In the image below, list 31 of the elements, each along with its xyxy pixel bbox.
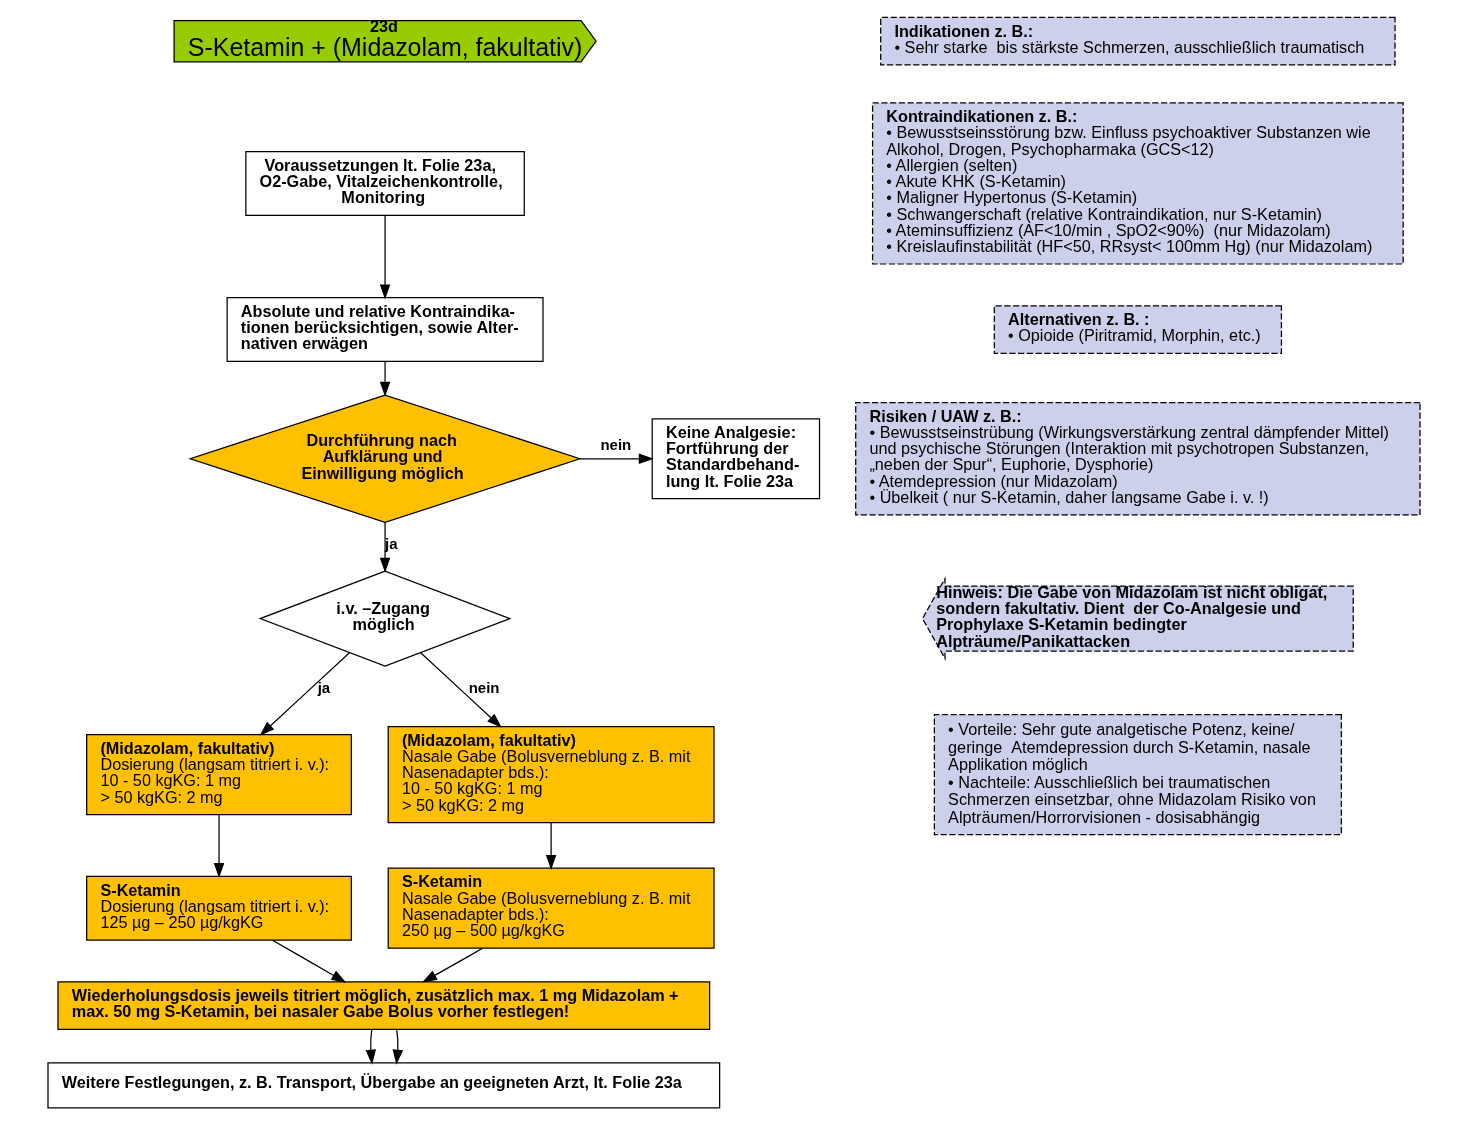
edge-label: nein [600, 435, 632, 453]
node-box: Alternativen z. B. : • Opioide (Piritramid, Morphin, etc.) [993, 305, 1283, 354]
arrow [579, 453, 654, 464]
node-diamond: Durchführung nach Aufklärung und Einwilligung möglich [188, 394, 582, 524]
node-box: Risiken / UAW z. B.: • Bewusstseinstrübung (Wirkungsverstärkung zentral dämpfender Mittel) und psychische Störungen (Interaktion mit psychotropen Substanzen, „neben der Spur“, Euphorie, Dysphorie) • Atemdepression (nur Midazolam) • Übelkeit ( nur S-Ketamin, daher langsame Gabe i. v. !) [855, 401, 1421, 516]
edge-label: nein [468, 678, 500, 696]
node-diamond: i.v. –Zugang möglich [258, 570, 512, 667]
arrow [420, 652, 502, 728]
node-box: (Midazolam, fakultativ) Dosierung (langsam titriert i. v.): 10 - 50 kgKG: 1 mg > 50 kgKG: 2 mg [86, 734, 352, 816]
arrow [259, 652, 351, 736]
node-box: Kontraindikationen z. B.: • Bewusstseinsstörung bzw. Einfluss psychoaktiver Substanzen wie Alkohol, Drogen, Psychopharmaka (GCS<12) • Allergien (selten) • Akute KHK (S-Ketamin) • Maligner Hypertonus (S-Ketamin) • Schwangerschaft (relative Kontraindikation, nur S-Ketamin) • Ateminsuffizienz (AF<10/min , SpO2<90%) (nur Midazolam) • Kreislaufinstabilität (HF<50, RRsyst< 100mm Hg) (nur Midazolam) [871, 102, 1404, 265]
arrow [213, 814, 225, 879]
arrow [379, 522, 391, 573]
node-box: S-Ketamin Dosierung (langsam titriert i. v.): 125 µg – 250 µg/kgKG [86, 875, 352, 941]
node-box: Wiederholungsdosis jeweils titriert möglich, zusätzlich max. 1 mg Midazolam + max. 50 mg S-Ketamin, bei nasaler Gabe Bolus vorher festlegen! [57, 981, 711, 1030]
arrow [379, 214, 391, 300]
arrow [379, 360, 391, 397]
node-box: (Midazolam, fakultativ) Nasale Gabe (Bolusverneblung z. B. mit Nasenadapter bds.): 10 - 50 kgKG: 1 mg > 50 kgKG: 2 mg [387, 725, 715, 824]
node-box: Indikationen z. B.: • Sehr starke bis stärkste Schmerzen, ausschließlich traumatisch [880, 16, 1396, 66]
arrow [422, 947, 484, 983]
node-box: Absolute und relative Kontraindika- tionen berücksichtigen, sowie Alter- nativen erwägen [226, 297, 544, 362]
arrow [365, 1029, 376, 1065]
arrow [545, 822, 557, 870]
arrow [271, 939, 347, 983]
node-box: Voraussetzungen lt. Folie 23a, O2-Gabe, Vitalzeichenkontrolle, Monitoring [245, 151, 525, 216]
node-box: • Vorteile: Sehr gute analgetische Potenz, keine/ geringe Atemdepression durch S-Ketamin, nasale Applikation möglich • Nachteile: Ausschließlich bei traumatischen Schmerzen einsetzbar, ohne Midazolam Risiko von Alpträumen/Horrorvisionen - dosisabhängig [933, 714, 1342, 836]
edge-label: ja [317, 678, 331, 696]
node-box: S-Ketamin Nasale Gabe (Bolusverneblung z. B. mit Nasenadapter bds.): 250 µg – 500 µg/kgKG [387, 867, 715, 949]
arrow [392, 1029, 403, 1065]
node-box: Weitere Festlegungen, z. B. Transport, Übergabe an geeigneten Arzt, lt. Folie 23a [47, 1062, 721, 1109]
node-box: Keine Analgesie: Fortführung der Standardbehand- lung lt. Folie 23a [651, 418, 821, 500]
